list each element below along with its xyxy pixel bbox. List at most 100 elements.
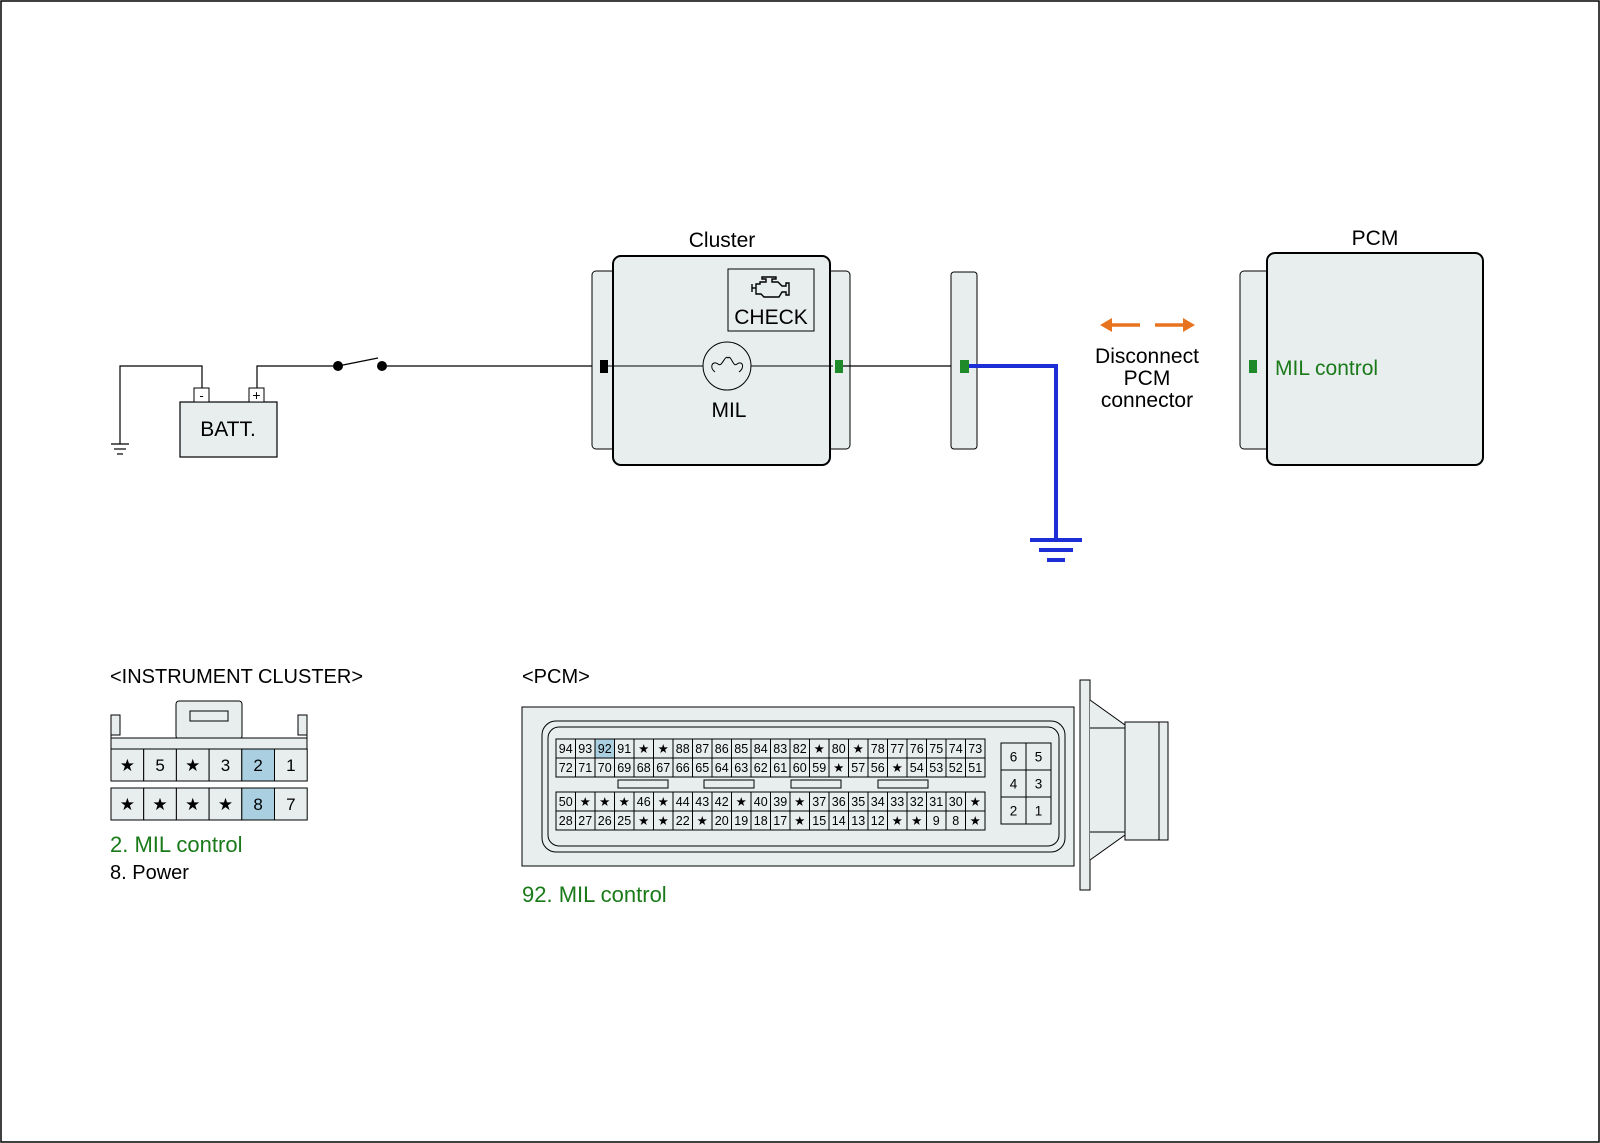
pcm-pin-label: ★ xyxy=(658,795,669,809)
battery-label: BATT. xyxy=(200,418,256,441)
pcm-pin-label: ★ xyxy=(814,742,825,756)
cluster-title: Cluster xyxy=(689,229,756,252)
pcm-pin-label: 13 xyxy=(851,814,865,828)
pcm-side-pin-label: 5 xyxy=(1035,749,1043,764)
pcm-pin-label: 42 xyxy=(715,795,729,809)
cluster-pin-label: ★ xyxy=(185,795,200,814)
cluster-pin-cell xyxy=(175,748,210,782)
pcm-pin-label: 18 xyxy=(754,814,768,828)
cluster-pin-label: 8 xyxy=(253,795,262,814)
pcm-pin-label: ★ xyxy=(794,814,805,828)
pcm-pin-label: 46 xyxy=(637,795,651,809)
pcm-pin-label: ★ xyxy=(736,795,747,809)
disconnect-line-2: PCM xyxy=(1124,367,1171,390)
pcm-pin-label: 37 xyxy=(812,795,826,809)
ground-wire xyxy=(965,364,1082,562)
cluster-pin-label: ★ xyxy=(120,756,135,775)
battery-minus-label: - xyxy=(199,388,203,403)
cluster-pin-cell xyxy=(274,787,308,821)
cluster-pin-cell xyxy=(175,787,210,821)
pcm-side-pin-cell xyxy=(1025,769,1052,798)
pcm-pin-label: ★ xyxy=(970,795,981,809)
cluster-pin-label: ★ xyxy=(218,795,233,814)
pcm-title: PCM xyxy=(1352,227,1399,250)
pcm-pin-label: 83 xyxy=(773,742,787,756)
pcm-pin-label: ★ xyxy=(658,814,669,828)
pcm-pin-label: 25 xyxy=(617,814,631,828)
pcm-pin-label: 44 xyxy=(676,795,690,809)
pcm-pin-label: 65 xyxy=(695,761,709,775)
pcm-pin-label: 32 xyxy=(910,795,924,809)
pcm-pin-label: MIL control xyxy=(1275,357,1378,380)
cluster-pin-label: 2 xyxy=(253,756,262,775)
pcm-pin-label: 26 xyxy=(598,814,612,828)
pcm-side-pin-cell xyxy=(1000,796,1027,825)
cluster-pin-label: ★ xyxy=(185,756,200,775)
pcm-pin-label: 40 xyxy=(754,795,768,809)
pcm-pin-label: 85 xyxy=(734,742,748,756)
pcm-pin-label: 75 xyxy=(929,742,943,756)
pcm-pin-label: 60 xyxy=(793,761,807,775)
pcm-pin-label: 33 xyxy=(890,795,904,809)
pcm-pin-label: ★ xyxy=(833,761,844,775)
pcm-pin-label: 54 xyxy=(910,761,924,775)
pcm-pin-label: ★ xyxy=(892,761,903,775)
cluster-box: Cluster CHECK MIL xyxy=(591,229,851,466)
engine-check-icon xyxy=(751,276,790,298)
pcm-legend-mil: 92. MIL control xyxy=(522,882,667,907)
pcm-side-pin-label: 6 xyxy=(1010,749,1018,764)
pcm-pin-label: 63 xyxy=(734,761,748,775)
cluster-pin-cell xyxy=(208,787,243,821)
pcm-pin-cell xyxy=(965,810,986,831)
pcm-pin-label: 77 xyxy=(890,742,904,756)
pcm-pin-label: 53 xyxy=(929,761,943,775)
cluster-legend-mil: 2. MIL control xyxy=(110,832,242,857)
pcm-pin-label: 30 xyxy=(949,795,963,809)
pcm-side-pin-label: 4 xyxy=(1010,776,1018,791)
cluster-legend-power: 8. Power xyxy=(110,862,189,884)
pcm-pin-label: 84 xyxy=(754,742,768,756)
pcm-pin-label: 70 xyxy=(598,761,612,775)
pcm-pin-label: 36 xyxy=(832,795,846,809)
cluster-pin-label: 5 xyxy=(155,756,164,775)
pcm-pin-label: 72 xyxy=(559,761,573,775)
pcm-pin-label: ★ xyxy=(599,795,610,809)
pcm-pin-label: 69 xyxy=(617,761,631,775)
pcm-pin-label: 76 xyxy=(910,742,924,756)
battery: - + BATT. xyxy=(179,387,278,458)
disconnect-line-1: Disconnect xyxy=(1095,345,1199,368)
check-label: CHECK xyxy=(734,306,808,329)
cluster-pin-label: 3 xyxy=(221,756,230,775)
pcm-pin-label: 73 xyxy=(968,742,982,756)
pcm-pin-label: 93 xyxy=(578,742,592,756)
power-wire xyxy=(256,357,600,388)
pcm-pin-label: 12 xyxy=(871,814,885,828)
connector-pin-mil xyxy=(960,360,969,373)
mil-label: MIL xyxy=(711,399,746,422)
pcm-pin-label: 91 xyxy=(617,742,631,756)
pcm-side-pin-label: 3 xyxy=(1035,776,1043,791)
pcm-pin-label: 22 xyxy=(676,814,690,828)
cluster-pin-power xyxy=(600,360,608,373)
cluster-pin-cell xyxy=(208,748,243,782)
pcm-pin-cell xyxy=(965,757,986,778)
pcm-pin-label: 39 xyxy=(773,795,787,809)
pcm-box: PCM MIL control xyxy=(1239,227,1484,466)
pcm-side-pin-cell xyxy=(1025,796,1052,825)
cluster-pin-cell xyxy=(241,787,276,821)
pcm-pin-label: 86 xyxy=(715,742,729,756)
cluster-pin-label: ★ xyxy=(152,795,167,814)
pcm-pin-label: 59 xyxy=(812,761,826,775)
pcm-pin-label: 20 xyxy=(715,814,729,828)
pcm-pin-label: 19 xyxy=(734,814,748,828)
cluster-pin-cell xyxy=(241,748,276,782)
pcm-pin-label: 56 xyxy=(871,761,885,775)
mil-bulb-icon xyxy=(702,341,752,391)
battery-ground-wire xyxy=(111,365,203,455)
battery-plus-label: + xyxy=(252,387,260,403)
